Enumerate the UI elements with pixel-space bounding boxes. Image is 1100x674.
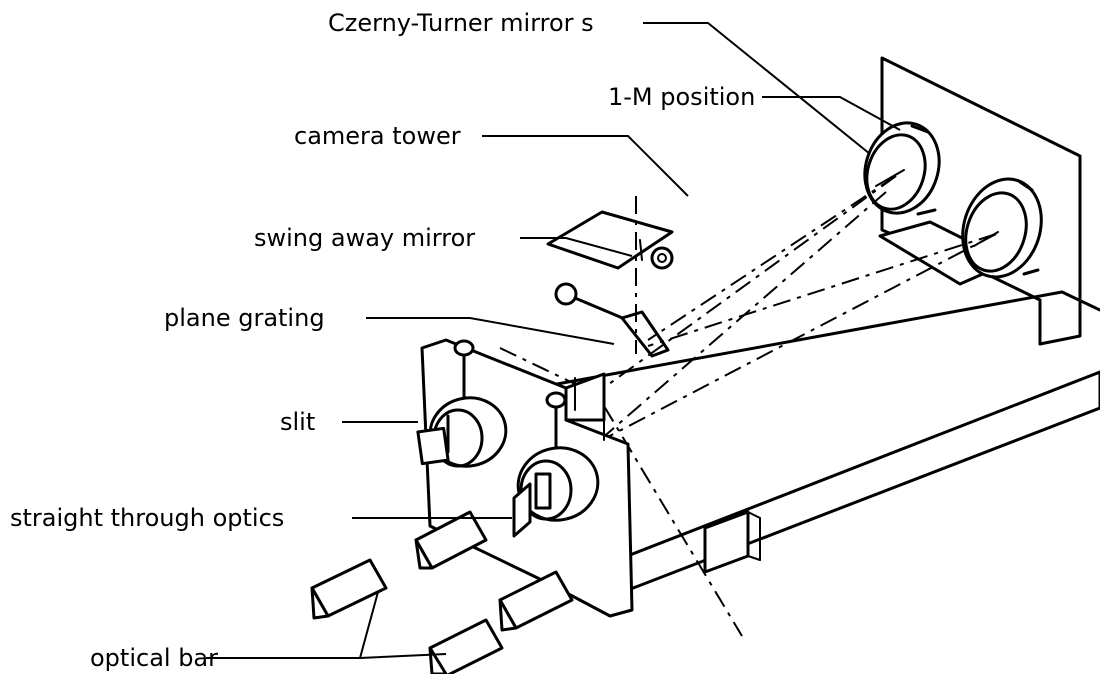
slit-assembly <box>416 339 508 468</box>
bench-top-back-edge <box>533 290 1064 390</box>
czerny-turner-mirror-lower <box>878 177 1043 286</box>
prism-4 <box>428 618 504 674</box>
labels: Czerny-Turner mirror s 1-M position came… <box>10 9 755 672</box>
label-czerny-turner-mirrors: Czerny-Turner mirror s <box>328 9 594 37</box>
straight-through-optics-assembly <box>512 391 600 538</box>
leader-lines <box>206 22 901 659</box>
swing-away-mirror <box>546 210 674 270</box>
prism-2 <box>310 558 388 620</box>
bench-top-right-edge <box>1060 290 1100 312</box>
support-block <box>703 510 750 574</box>
label-one-m-position: 1-M position <box>608 83 755 111</box>
label-slit: slit <box>280 408 315 436</box>
label-straight-through-optics: straight through optics <box>10 504 284 532</box>
optical-bar <box>310 510 574 674</box>
label-plane-grating: plane grating <box>164 304 325 332</box>
label-camera-tower: camera tower <box>294 122 461 150</box>
label-optical-bar: optical bar <box>90 644 218 672</box>
czerny-turner-mirror-upper <box>863 121 941 216</box>
prism-3 <box>498 570 574 632</box>
bench-top-front-edge <box>610 370 1100 564</box>
label-swing-away-mirror: swing away mirror <box>254 224 475 252</box>
prism-1 <box>414 510 488 570</box>
